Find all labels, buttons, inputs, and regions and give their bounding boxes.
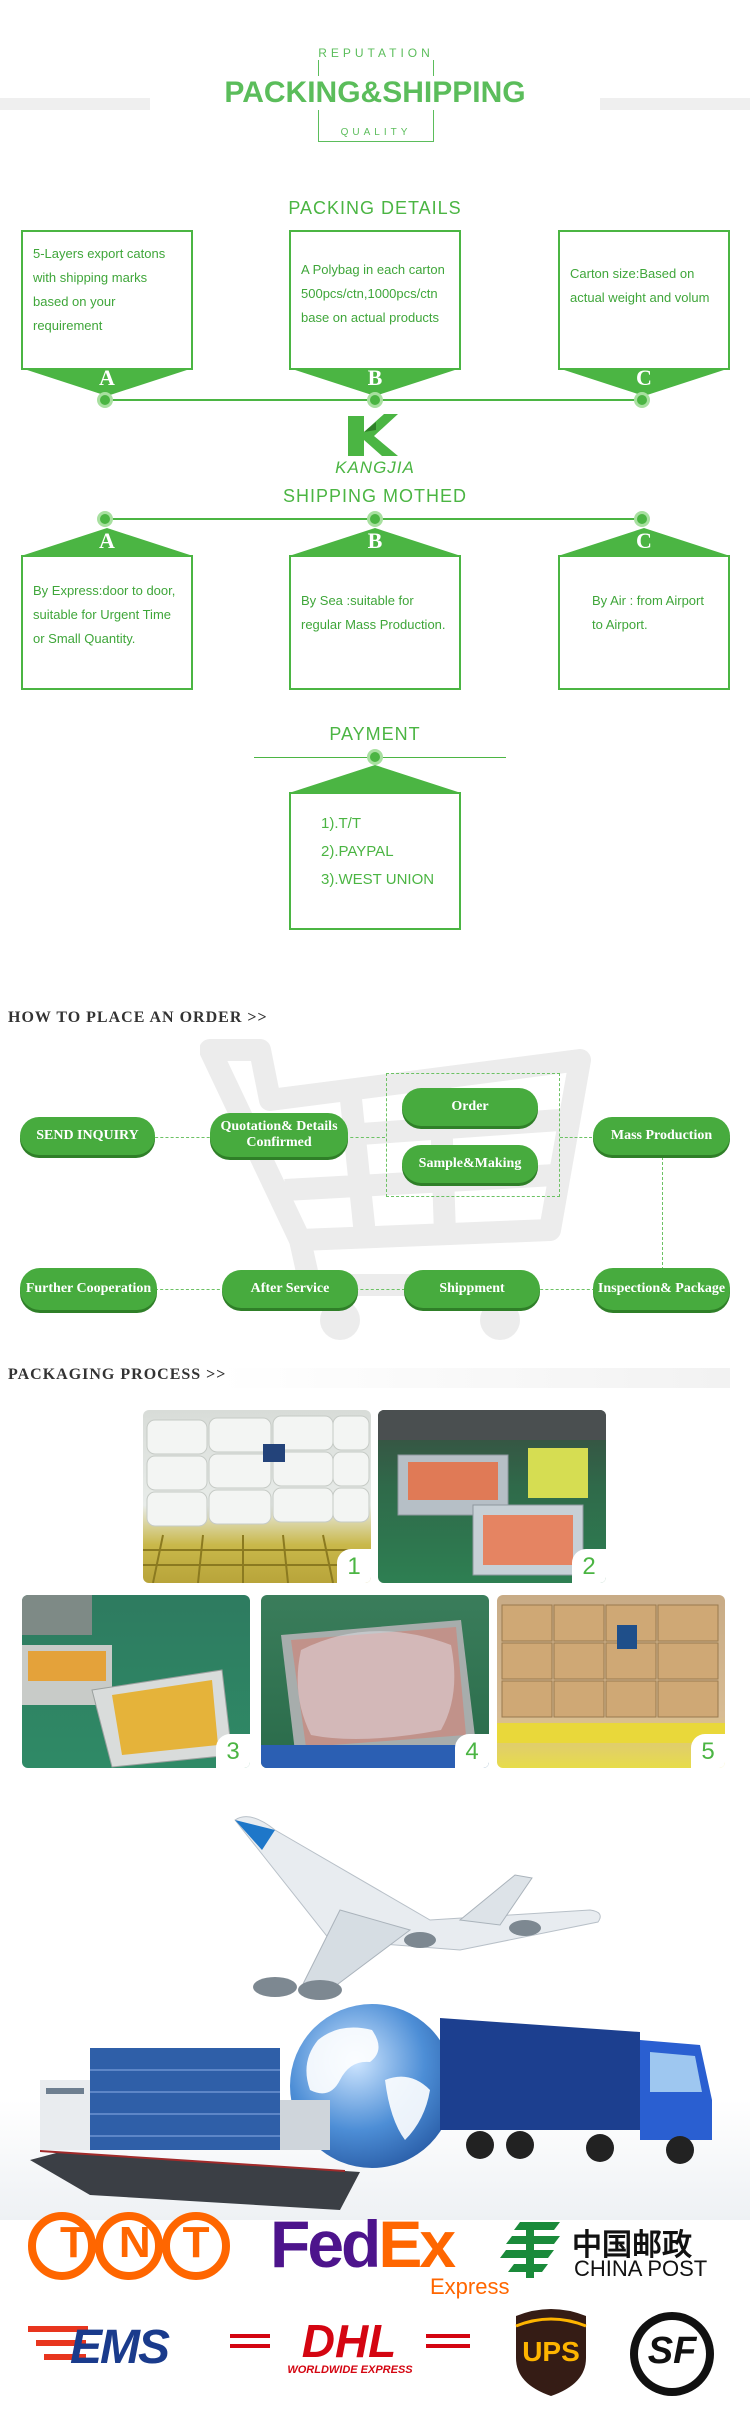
packaging-photo-2: 2 [378, 1410, 606, 1583]
packing-card-a-letter: A [99, 365, 115, 390]
flow-line-4 [662, 1157, 663, 1270]
packing-card-c-letter: C [636, 365, 652, 390]
shipping-card-c: By Air : from Airport to Airport. [558, 555, 730, 690]
packing-card-c: Carton size:Based on actual weight and v… [558, 230, 730, 370]
shipping-card-a-pointer [21, 528, 193, 556]
ups-logo-text: UPS [522, 2336, 580, 2367]
packing-card-a-text: 5-Layers export catons with shipping mar… [33, 246, 166, 333]
order-sample-group [386, 1073, 560, 1197]
step-further-cooperation: Further Cooperation [20, 1268, 157, 1310]
packing-card-b-letter: B [367, 365, 383, 390]
flow-line-3 [560, 1137, 592, 1138]
packing-dot-a [97, 392, 113, 408]
packing-title: PACKING DETAILS [288, 198, 462, 218]
packaging-band [0, 1368, 730, 1388]
fedex-fed-text: Fed [270, 2207, 381, 2281]
globe-icon [290, 2004, 454, 2168]
shipping-title: SHIPPING MOTHED [282, 486, 467, 506]
packing-card-c-text: Carton size:Based on actual weight and v… [570, 266, 710, 305]
tnt-logo-text: TNT [60, 2218, 242, 2267]
fedex-express-text: Express [430, 2274, 510, 2299]
packaging-photo-2-number: 2 [572, 1549, 606, 1583]
step-send-inquiry: SEND INQUIRY [20, 1117, 155, 1155]
shipping-card-a: By Express:door to door, suitable for Ur… [21, 555, 193, 690]
header-quality: QUALITY [340, 127, 412, 138]
packaging-photo-4-number: 4 [455, 1734, 489, 1768]
cargo-ship-icon [30, 2048, 360, 2210]
flow-line-1 [150, 1137, 220, 1138]
airplane-icon [234, 1816, 601, 2000]
packaging-photo-1: 1 [143, 1410, 371, 1583]
step-order: Order [402, 1088, 538, 1126]
packaging-photo-3-number: 3 [216, 1734, 250, 1768]
page-title: PACKING&SHIPPING [150, 76, 600, 110]
china-post-en-text: CHINA POST [574, 2256, 708, 2281]
sf-logo: SF [630, 2312, 714, 2396]
flow-line-6 [350, 1289, 405, 1290]
payment-title: PAYMENT [329, 724, 421, 744]
shipping-card-b-letter: B [367, 528, 383, 553]
order-title: HOW TO PLACE AN ORDER >> [8, 1009, 268, 1026]
shipping-card-a-text: By Express:door to door, suitable for Ur… [33, 583, 176, 646]
sf-logo-text: SF [647, 2330, 697, 2372]
payment-item-3: 3).WEST UNION [321, 871, 435, 888]
shipping-card-a-letter: A [99, 528, 115, 553]
packing-card-b: A Polybag in each carton 500pcs/ctn,1000… [289, 230, 461, 370]
transport-illustration [0, 1800, 750, 2220]
payment-item-2: 2).PAYPAL [321, 843, 394, 860]
packing-card-a: 5-Layers export catons with shipping mar… [21, 230, 193, 370]
shipping-card-b-pointer [289, 528, 461, 556]
packaging-photo-1-number: 1 [337, 1549, 371, 1583]
packing-card-c-pointer [558, 368, 730, 396]
packing-card-b-text: A Polybag in each carton 500pcs/ctn,1000… [301, 262, 445, 325]
shipping-dot-b [367, 511, 383, 527]
shipping-card-c-text: By Air : from Airport to Airport. [592, 593, 704, 632]
packaging-title: PACKAGING PROCESS >> [8, 1366, 227, 1383]
tnt-logo: TNT [26, 2210, 232, 2282]
step-inspection: Inspection& Package [593, 1268, 730, 1310]
shipping-card-b: By Sea :suitable for regular Mass Produc… [289, 555, 461, 690]
packaging-photo-3: 3 [22, 1595, 250, 1768]
china-post-emblem-icon [500, 2218, 564, 2280]
shipping-card-c-letter: C [636, 528, 652, 553]
payment-pointer [289, 765, 461, 793]
flow-line-7 [155, 1289, 225, 1290]
dhl-logo: DHL WORLDWIDE EXPRESS [230, 2315, 470, 2382]
step-after-service: After Service [222, 1270, 358, 1308]
payment-card: 1).T/T 2).PAYPAL 3).WEST UNION [289, 792, 461, 930]
dhl-sub-text: WORLDWIDE EXPRESS [287, 2364, 413, 2376]
ems-logo-text: EMS [70, 2321, 170, 2374]
brand-name: KANGJIA [335, 458, 415, 477]
step-mass-production: Mass Production [593, 1117, 730, 1155]
shipping-dot-a [97, 511, 113, 527]
packing-card-a-pointer [21, 368, 193, 396]
kangjia-logo-icon [346, 412, 400, 458]
flow-line-2 [345, 1137, 385, 1138]
shipping-card-b-text: By Sea :suitable for regular Mass Produc… [301, 593, 446, 632]
packaging-photo-5-number: 5 [691, 1734, 725, 1768]
dhl-logo-text: DHL [301, 2315, 397, 2367]
packing-dot-c [634, 392, 650, 408]
shipping-card-c-pointer [558, 528, 730, 556]
packaging-photo-4: 4 [261, 1595, 489, 1768]
packing-card-b-pointer [289, 368, 461, 396]
payment-dot [367, 749, 383, 765]
truck-icon [440, 2018, 712, 2164]
ups-logo: UPS [512, 2306, 590, 2398]
payment-item-1: 1).T/T [321, 815, 361, 832]
packing-dot-b [367, 392, 383, 408]
step-sample-making: Sample&Making [402, 1145, 538, 1183]
header-reputation: REPUTATION [318, 46, 434, 60]
china-post-cn-text: 中国邮政 [572, 2228, 692, 2263]
shipping-dot-c [634, 511, 650, 527]
packaging-photo-5: 5 [497, 1595, 725, 1768]
ems-logo: EMS [28, 2318, 198, 2378]
flow-line-5 [535, 1289, 595, 1290]
fedex-logo: FedEx Express [270, 2206, 509, 2299]
step-shipment: Shippment [404, 1270, 540, 1308]
fedex-ex-text: Ex [378, 2207, 456, 2281]
step-quotation: Quotation& Details Confirmed [210, 1113, 348, 1157]
